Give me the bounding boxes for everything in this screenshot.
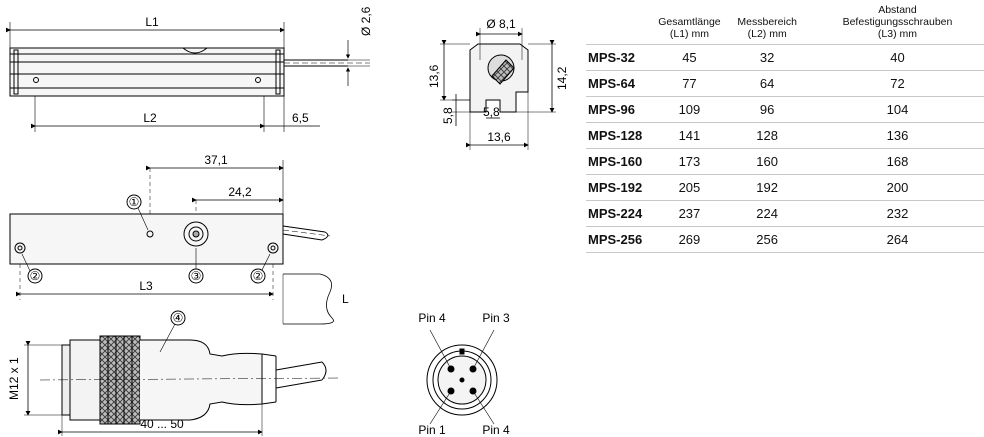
cell-l1: 45 [655, 44, 724, 71]
cell-model: MPS-32 [586, 44, 656, 71]
cell-l2: 160 [723, 148, 811, 175]
cell-l3: 200 [810, 174, 984, 201]
cell-l1: 237 [655, 200, 724, 227]
header-l1: Gesamtlänge (L1) mm [658, 16, 721, 40]
dim-l2: L2 [143, 111, 157, 125]
cell-model: MPS-192 [586, 174, 656, 201]
cell-l1: 269 [655, 226, 724, 253]
cell-model: MPS-160 [586, 148, 656, 175]
cell-l1: 205 [655, 174, 724, 201]
callout-1: ① [129, 195, 140, 209]
table-row: MPS-128 141 128 136 [586, 122, 984, 149]
table-header-row: Gesamtlänge (L1) mm Messbereich (L2) mm … [586, 0, 984, 45]
header-l3: Abstand Befestigungsschrauben (L3) mm [842, 4, 953, 40]
dimension-table-wrapper: Gesamtlänge (L1) mm Messbereich (L2) mm … [586, 0, 984, 253]
header-l2: Messbereich (L2) mm [737, 16, 797, 40]
dim-l3: L3 [139, 279, 153, 293]
table-row: MPS-256 269 256 264 [586, 226, 984, 253]
sensor-top-view [9, 160, 334, 325]
sensor-side-view [6, 22, 370, 132]
cell-l3: 72 [810, 70, 984, 97]
cell-l1: 77 [655, 70, 724, 97]
cell-model: MPS-224 [586, 200, 656, 227]
cell-l2: 64 [723, 70, 811, 97]
cell-model: MPS-256 [586, 226, 656, 253]
table-row: MPS-224 237 224 232 [586, 200, 984, 227]
dim-width-5-8: 5,8 [483, 105, 500, 119]
callout-2-left: ② [30, 269, 41, 283]
pin-label-bottom-left: Pin 1 [418, 423, 446, 437]
cell-l3: 104 [810, 96, 984, 123]
callout-3: ③ [191, 269, 202, 283]
table-row: MPS-32 45 32 40 [586, 44, 984, 71]
cell-l1: 173 [655, 148, 724, 175]
pin-label-top-left: Pin 4 [418, 311, 446, 325]
cell-l1: 109 [655, 96, 724, 123]
dim-head-dia: Ø 8,1 [486, 17, 516, 31]
table-row: MPS-64 77 64 72 [586, 70, 984, 97]
cell-model: MPS-64 [586, 70, 656, 97]
dim-cable-exit: 6,5 [292, 111, 309, 125]
cell-l2: 32 [723, 44, 811, 71]
connector-side-view [24, 310, 341, 436]
cell-l2: 128 [723, 122, 811, 149]
dim-cable-dia: Ø 2,6 [359, 6, 373, 36]
cell-model: MPS-128 [586, 122, 656, 149]
pin-label-bottom-right: Pin 4 [482, 423, 510, 437]
dim-height-5-8: 5,8 [441, 107, 455, 124]
cell-l3: 232 [810, 200, 984, 227]
cell-l2: 256 [723, 226, 811, 253]
table-row: MPS-160 173 160 168 [586, 148, 984, 175]
table-row: MPS-192 205 192 200 [586, 174, 984, 201]
cell-l2: 192 [723, 174, 811, 201]
dim-width-13-6: 13,6 [487, 130, 511, 144]
dim-height-14-2: 14,2 [555, 66, 569, 90]
cell-l3: 40 [810, 44, 984, 71]
cell-l2: 224 [723, 200, 811, 227]
dim-l1: L1 [145, 15, 159, 29]
pin-diagram [426, 329, 498, 425]
dim-height-13-6: 13,6 [427, 64, 441, 88]
cell-l3: 264 [810, 226, 984, 253]
dimension-table: Gesamtlänge (L1) mm Messbereich (L2) mm … [586, 0, 984, 253]
sensor-cross-section [440, 28, 556, 150]
cell-l1: 141 [655, 122, 724, 149]
dim-cable-length: L [342, 292, 349, 306]
table-row: MPS-96 109 96 104 [586, 96, 984, 123]
dim-thread: M12 x 1 [7, 357, 21, 400]
pin-label-top-right: Pin 3 [482, 311, 510, 325]
dim-24-2: 24,2 [228, 185, 252, 199]
callout-2-right: ② [253, 269, 264, 283]
cell-model: MPS-96 [586, 96, 656, 123]
dim-37-1: 37,1 [204, 153, 228, 167]
dim-conn-length: 40 ... 50 [140, 417, 184, 431]
cell-l2: 96 [723, 96, 811, 123]
header-model [586, 0, 655, 45]
cell-l3: 136 [810, 122, 984, 149]
callout-4: ④ [173, 311, 184, 325]
cell-l3: 168 [810, 148, 984, 175]
